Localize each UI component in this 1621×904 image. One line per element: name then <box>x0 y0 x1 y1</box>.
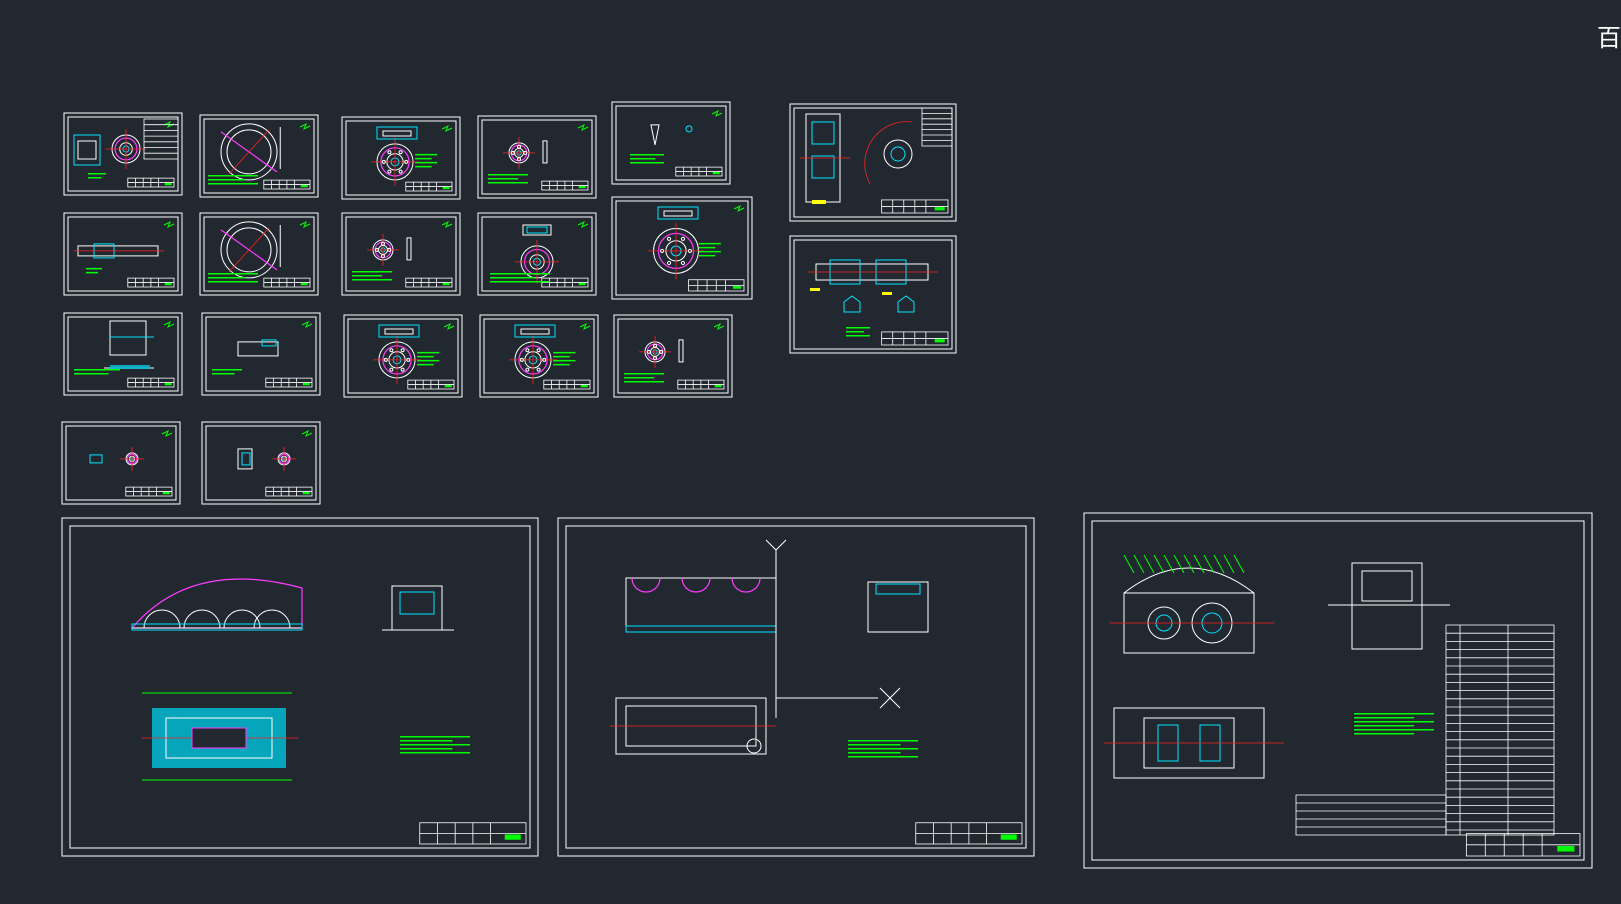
corner-glyph: 百 <box>1597 24 1621 52</box>
drawing-sheet-part-7[interactable] <box>199 212 319 296</box>
drawing-sheet-assembly[interactable] <box>1083 512 1593 869</box>
drawing-sheets <box>61 101 1593 869</box>
drawing-sheet-part-10[interactable] <box>611 196 753 300</box>
drawing-sheet-part-6[interactable] <box>63 212 183 296</box>
drawing-sheet-part-19[interactable] <box>789 235 957 354</box>
drawing-sheet-part-2[interactable] <box>199 114 319 198</box>
drawing-sheet-part-3[interactable] <box>341 116 461 200</box>
drawing-sheet-part-13[interactable] <box>343 314 463 398</box>
drawing-sheet-part-11[interactable] <box>63 312 183 396</box>
drawing-sheet-part-12[interactable] <box>201 312 321 396</box>
drawing-sheet-part-9[interactable] <box>477 212 597 296</box>
drawing-sheet-part-4[interactable] <box>477 115 597 199</box>
drawing-sheet-housing-base[interactable] <box>557 517 1035 857</box>
drawing-sheet-part-5[interactable] <box>611 101 731 185</box>
drawing-sheet-part-8[interactable] <box>341 212 461 296</box>
drawing-sheet-housing-cover[interactable] <box>61 517 539 857</box>
drawing-sheet-part-15[interactable] <box>613 314 733 398</box>
drawing-sheet-part-17[interactable] <box>201 421 321 505</box>
drawing-sheet-part-14[interactable] <box>479 314 599 398</box>
drawing-sheet-part-18[interactable] <box>789 103 957 222</box>
drawing-sheet-part-1[interactable] <box>63 112 183 196</box>
drawing-sheet-part-16[interactable] <box>61 421 181 505</box>
